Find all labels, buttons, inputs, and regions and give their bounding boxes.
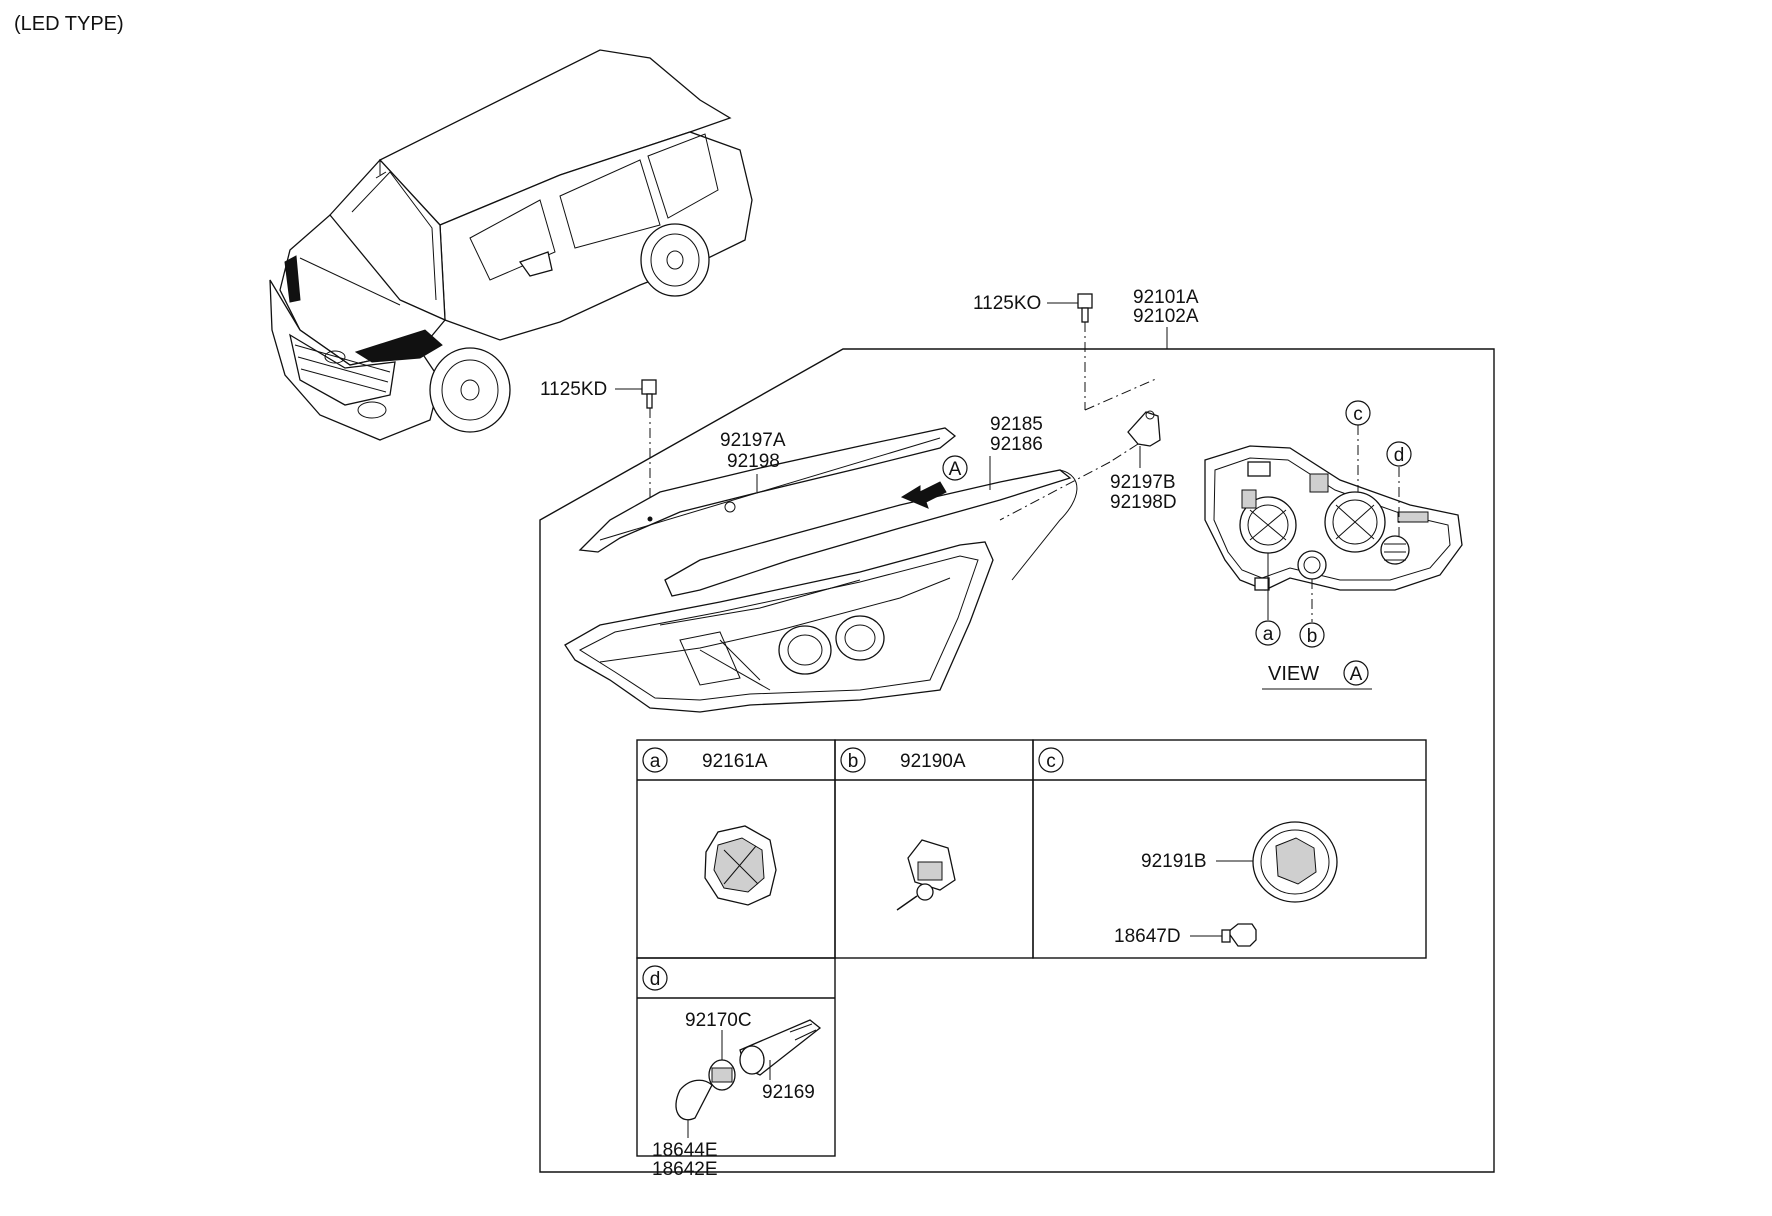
bolt-1125KO: 1125KO [973, 293, 1159, 411]
vehicle-illustration [269, 49, 753, 441]
label-92197B: 92197B [1110, 472, 1176, 493]
svg-text:c: c [1353, 404, 1363, 425]
label-92197A: 92197A [720, 430, 786, 451]
callout-d-view: d [1386, 441, 1412, 467]
bolt-1125KD: 1125KD [540, 379, 657, 520]
detail-box-d [636, 957, 836, 1157]
label-18647D: 18647D [1114, 926, 1181, 947]
arrow-callout-A: A [949, 459, 962, 480]
label-92161A: 92161A [702, 751, 768, 772]
diagram-title: (LED TYPE) [14, 13, 124, 35]
label-92198D: 92198D [1110, 492, 1177, 513]
label-92186: 92186 [990, 434, 1043, 455]
label-92191B: 92191B [1141, 851, 1207, 872]
detail-b: b 92190A [840, 747, 966, 911]
svg-text:b: b [1307, 626, 1318, 647]
headlamp-assembly [564, 541, 994, 713]
view-label: VIEW [1268, 663, 1319, 685]
detail-d: d 92170C 92169 18644E 18642E [642, 965, 822, 1180]
headlamp-garnish: 92185 92186 [664, 414, 1078, 597]
callout-a-view: a [1255, 620, 1281, 646]
view-A-rear-housing [1204, 425, 1463, 622]
label-92198: 92198 [727, 451, 780, 472]
label-1125KO: 1125KO [973, 293, 1041, 314]
label-18644E: 18644E [652, 1140, 718, 1161]
front-wheel [429, 347, 511, 433]
assembly-boundary [539, 348, 1495, 1173]
label-92102A: 92102A [1133, 306, 1199, 327]
svg-text:b: b [848, 751, 859, 772]
svg-text:d: d [1394, 445, 1405, 466]
detail-table [636, 739, 1427, 1157]
side-bracket: 92197B 92198D [999, 410, 1177, 521]
svg-text:c: c [1046, 751, 1056, 772]
assembly-label: 92101A 92102A [1133, 287, 1199, 349]
view-callout-A: A [1350, 664, 1363, 685]
label-92190A: 92190A [900, 751, 966, 772]
callout-b-view: b [1299, 622, 1325, 648]
label-1125KD: 1125KD [540, 379, 607, 400]
detail-a: a 92161A [642, 747, 777, 906]
upper-bracket: 92197A 92198 [578, 427, 957, 553]
svg-text:d: d [650, 969, 661, 990]
view-direction-arrow: A [900, 455, 968, 509]
label-92170C: 92170C [685, 1010, 752, 1031]
svg-text:a: a [1263, 624, 1274, 645]
detail-c: c 92191B 18647D [1038, 747, 1338, 947]
svg-text:a: a [650, 751, 661, 772]
label-92101A: 92101A [1133, 287, 1199, 308]
label-92169: 92169 [762, 1082, 815, 1103]
label-92185: 92185 [990, 414, 1043, 435]
label-18642E: 18642E [652, 1159, 718, 1180]
view-A-label: VIEW A [1262, 660, 1372, 690]
detail-box-c [1032, 739, 1427, 959]
rear-wheel [640, 223, 710, 297]
callout-c-view: c [1345, 400, 1371, 426]
